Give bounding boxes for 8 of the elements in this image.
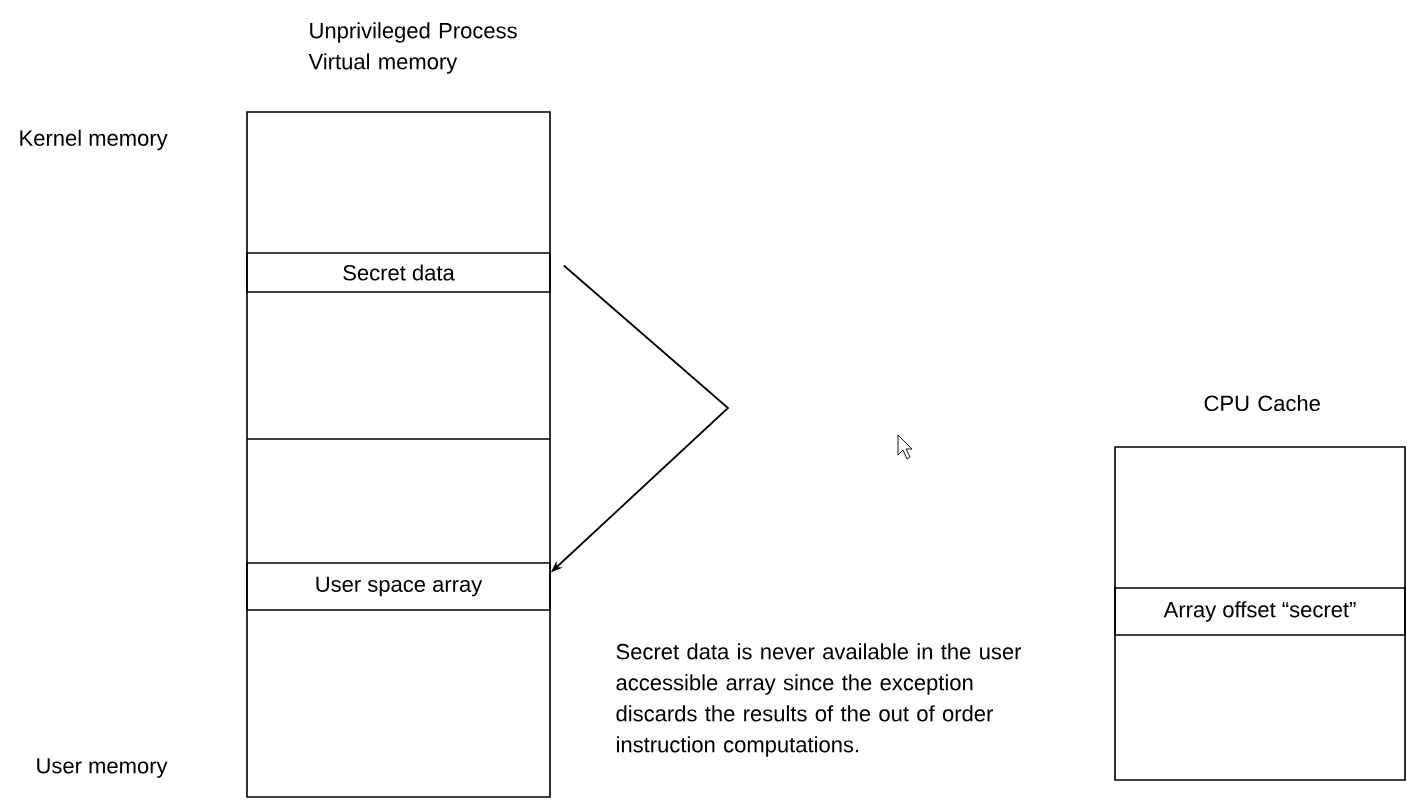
heading: Unprivileged Process Virtual memory	[308, 22, 517, 74]
band: Array offset “secret”	[1114, 587, 1406, 636]
note-text: Secret data is never available in the user accessible array since the exception discards the results of the out of order instruction computations.	[616, 643, 1022, 757]
region-label: Kernel memory	[20, 129, 168, 151]
region-label: User memory	[37, 758, 168, 778]
band: User space array	[246, 562, 551, 611]
band: Secret data	[246, 252, 551, 293]
heading: CPU Cache	[1204, 394, 1320, 412]
